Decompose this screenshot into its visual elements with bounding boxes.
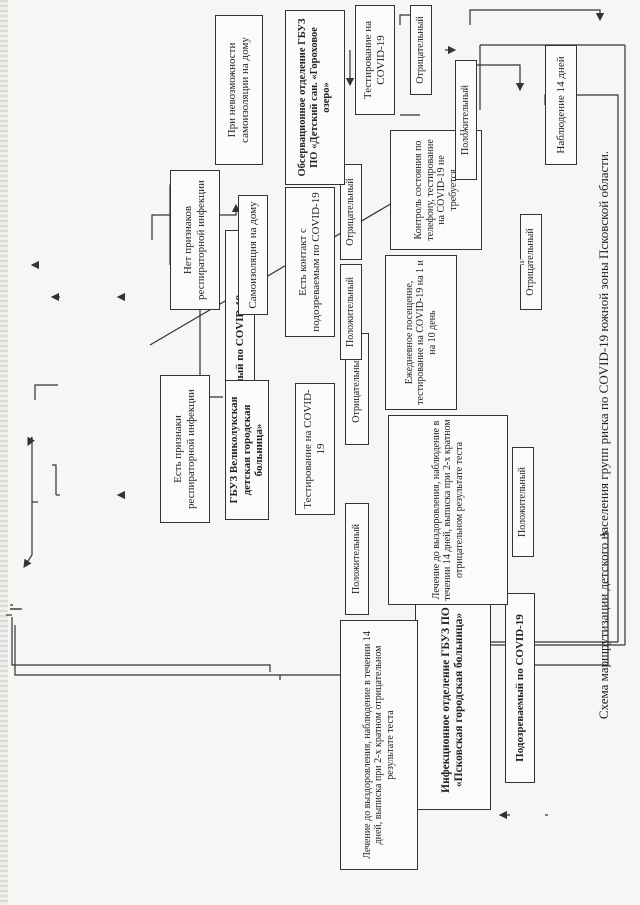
node-self-iso: Самоизоляция на дому — [238, 195, 268, 315]
node-obs-dept: Обсервационное отделение ГБУЗ ПО «Детски… — [285, 10, 345, 185]
node-treat-main: Лечение до выздоровления, наблюдение в т… — [340, 620, 418, 870]
node-pos4: Положительный — [455, 60, 477, 180]
node-neg4: Отрицательный — [410, 5, 432, 95]
node-watch14: Наблюдение 14 дней — [545, 45, 577, 165]
node-pos2: Положительный — [340, 264, 362, 360]
node-pos3: Положительный — [512, 447, 534, 557]
node-infect-dept: Инфекционное отделение ГБУЗ ПО «Псковска… — [415, 590, 491, 810]
node-contact: Есть контакт с подозреваемым по COVID-19 — [285, 187, 335, 337]
node-test2: Тестирование на COVID-19 — [355, 5, 395, 115]
node-resp-yes: Есть признаки респираторной инфекции — [160, 375, 210, 523]
node-resp-no: Нет признаков респираторной инфекции — [170, 170, 220, 310]
node-gbuz-vl: ГБУЗ Великолукская детская городская бол… — [225, 380, 269, 520]
node-neg5: Отрицательный — [520, 259, 524, 265]
node-pos5: Положительный — [460, 129, 464, 135]
node-treat-vl: Лечение до выздоровления, наблюдение в т… — [388, 415, 508, 605]
node-daily: Ежедневное посещение, тестирование на CO… — [385, 255, 457, 410]
node-no-self-iso: При невозможности самоизоляции на дому — [215, 15, 263, 165]
node-suspect: Подозреваемый по COVID-19 — [505, 593, 535, 783]
node-test1: Тестирование на COVID-19 — [295, 383, 335, 515]
node-pos1: Положительный — [345, 503, 369, 615]
